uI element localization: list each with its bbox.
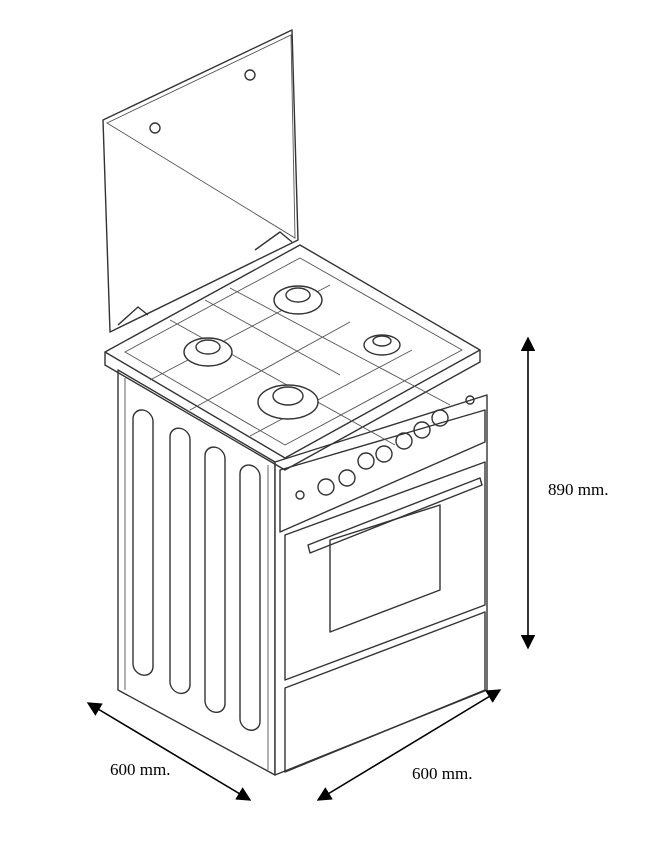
door-handle: [307, 477, 483, 554]
height-dimension-label: 890 mm.: [548, 480, 609, 499]
depth-dimension-label: 600 mm.: [412, 764, 473, 783]
width-dimension-label: 600 mm.: [110, 760, 171, 779]
control-panel: [279, 409, 486, 533]
control-knobs: [295, 395, 475, 500]
lid-hole-left: [149, 122, 161, 134]
front-panel: [274, 394, 488, 776]
cooktop: [104, 244, 481, 471]
lid-hole-right: [244, 69, 256, 81]
side-panel: [117, 369, 276, 776]
burners: [183, 285, 401, 420]
oven-door: [284, 461, 486, 681]
glass-lid: [102, 29, 299, 333]
depth-arrow: [316, 689, 502, 801]
width-arrow: [86, 702, 252, 801]
